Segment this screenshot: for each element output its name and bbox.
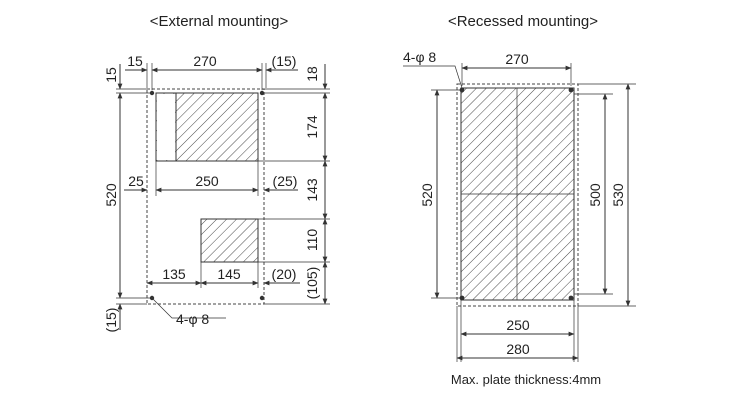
dim-bot-left: 135 (162, 266, 186, 282)
external-hole-label: 4-φ 8 (176, 311, 209, 327)
dim-total-height: 520 (103, 183, 119, 207)
mounting-hole (259, 295, 265, 301)
recessed-dim-left-height: 520 (419, 183, 435, 207)
mounting-hole (149, 90, 155, 96)
external-plate-outline (146, 88, 265, 305)
recessed-plate-outline (456, 83, 579, 307)
dim-top-left: 15 (127, 53, 143, 69)
lower-cutout (200, 218, 259, 263)
recessed-dim-250: 250 (506, 317, 530, 333)
dim-143: 143 (304, 178, 320, 202)
recessed-mounting-drawing: <Recessed mounting> 270 4-φ 8 520 500 (403, 13, 636, 387)
dim-bot-width: 145 (217, 266, 241, 282)
hole-leader-line (151, 297, 226, 319)
dim-bot-right: (20) (272, 266, 297, 282)
dim-mid-left: 25 (128, 173, 144, 189)
dim-right-top: 18 (304, 66, 320, 82)
external-mounting-drawing: <External mounting> 15 270 (15) 15 520 (103, 13, 330, 332)
dim-top-width: 270 (193, 53, 217, 69)
dim-105: (105) (304, 267, 320, 300)
dim-left-top: 15 (103, 67, 119, 83)
mounting-hole (568, 87, 574, 93)
recessed-dim-outer-height: 530 (610, 183, 626, 207)
dim-110: 110 (304, 229, 320, 252)
plate-thickness-note: Max. plate thickness:4mm (451, 372, 601, 387)
recessed-dim-top-width: 270 (505, 51, 529, 67)
upper-cutout-blank (157, 94, 175, 160)
recessed-mounting-title: <Recessed mounting> (448, 13, 598, 30)
recessed-hole-label: 4-φ 8 (403, 49, 436, 65)
recessed-dim-inner-height: 500 (587, 183, 603, 207)
hole-leader-line (403, 65, 463, 89)
mounting-hole (568, 295, 574, 301)
recessed-dim-280: 280 (506, 341, 530, 357)
dim-mid-width: 250 (195, 173, 219, 189)
mounting-hole (459, 295, 465, 301)
dim-mid-right: (25) (273, 173, 298, 189)
dim-bottom-left: (15) (103, 308, 119, 333)
dim-top-right: (15) (272, 53, 297, 69)
external-mounting-title: <External mounting> (150, 13, 289, 30)
dim-174: 174 (304, 115, 320, 139)
mounting-hole (459, 87, 465, 93)
